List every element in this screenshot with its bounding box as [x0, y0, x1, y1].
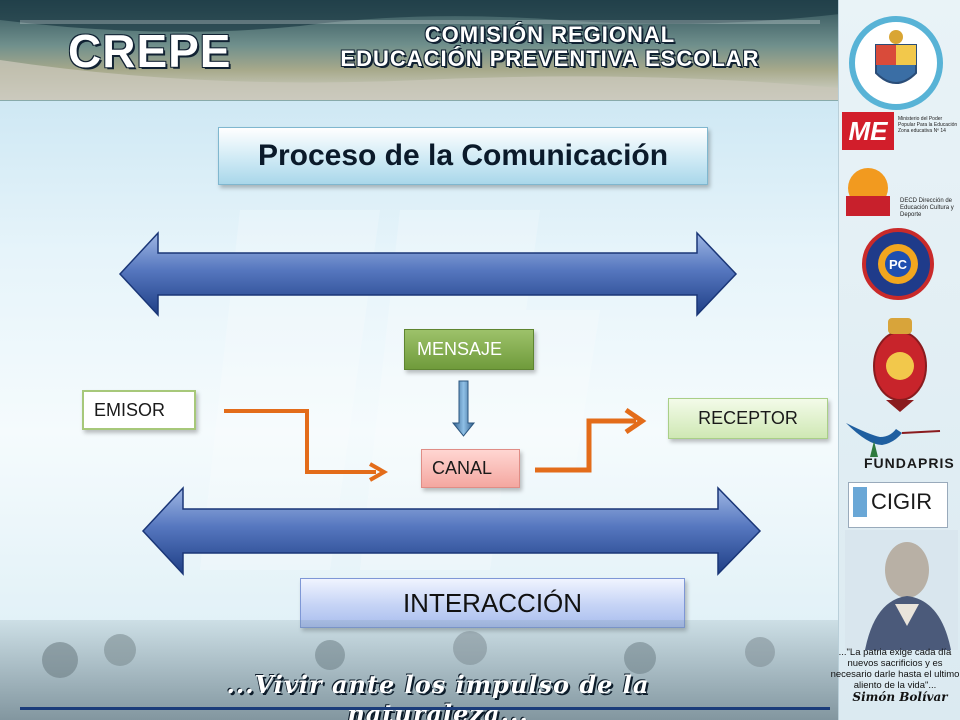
proteccion-civil-icon: PC: [862, 228, 934, 300]
merida-logo: DECD Dirección de Educación Cultura y De…: [840, 160, 958, 222]
connector-canal-receptor: [535, 418, 636, 473]
canal-box: CANAL: [421, 449, 520, 488]
interaccion-box: INTERACCIÓN: [300, 578, 685, 628]
footer-photo-strip: [0, 620, 840, 720]
double-arrow-top: [118, 231, 738, 317]
bottom-divider: [20, 707, 830, 710]
header-banner: CREPE COMISIÓN REGIONAL EDUCACIÓN PREVEN…: [0, 0, 840, 101]
me-logo-text: ME: [842, 112, 894, 150]
banner-line-2: EDUCACIÓN PREVENTIVA ESCOLAR: [340, 46, 760, 71]
fundapris-text: FUNDAPRIS: [864, 455, 955, 471]
pc-logo-text: PC: [889, 257, 908, 272]
merida-sun-icon: [846, 168, 890, 216]
bolivar-portrait: [845, 530, 958, 650]
slide-title: Proceso de la Comunicación: [218, 127, 708, 185]
connector-arrowhead-icon: [369, 462, 389, 482]
crepe-logo-text: CREPE: [68, 25, 232, 77]
cigir-text: CIGIR: [871, 489, 933, 514]
footer-silhouettes: [42, 631, 775, 678]
receptor-box: RECEPTOR: [668, 398, 828, 439]
mensaje-box: MENSAJE: [404, 329, 534, 370]
bolivar-signature: Simón Bolívar: [852, 690, 948, 704]
connector-emisor-canal: [224, 409, 376, 474]
banner-line-1: COMISIÓN REGIONAL: [424, 22, 676, 47]
merida-caption: DECD Dirección de Educación Cultura y De…: [900, 198, 954, 218]
diagram-shapes: [118, 231, 762, 576]
me-caption: Ministerio del Poder Popular Para la Edu…: [898, 116, 958, 134]
bomberos-icon: [873, 318, 927, 412]
cigir-mark-icon: [853, 487, 867, 517]
bolivar-quote: ..."La patria exige cada día nuevos sacr…: [830, 647, 960, 691]
cigir-logo: CIGIR: [848, 482, 948, 528]
down-arrow-icon: [451, 380, 476, 437]
double-arrow-bottom: [141, 486, 762, 576]
emisor-box: EMISOR: [82, 390, 196, 430]
hummingbird-icon: [846, 423, 941, 457]
banner-texture: [0, 0, 840, 100]
ministerio-logo: ME Ministerio del Poder Popular Para la …: [840, 110, 958, 154]
fundapris-logo: FUNDAPRIS: [840, 415, 958, 481]
coat-of-arms-icon: [849, 16, 943, 110]
footer-motto: ...Vivir ante los impulso de la naturale…: [226, 670, 650, 720]
connector-arrowhead-icon: [624, 407, 647, 435]
